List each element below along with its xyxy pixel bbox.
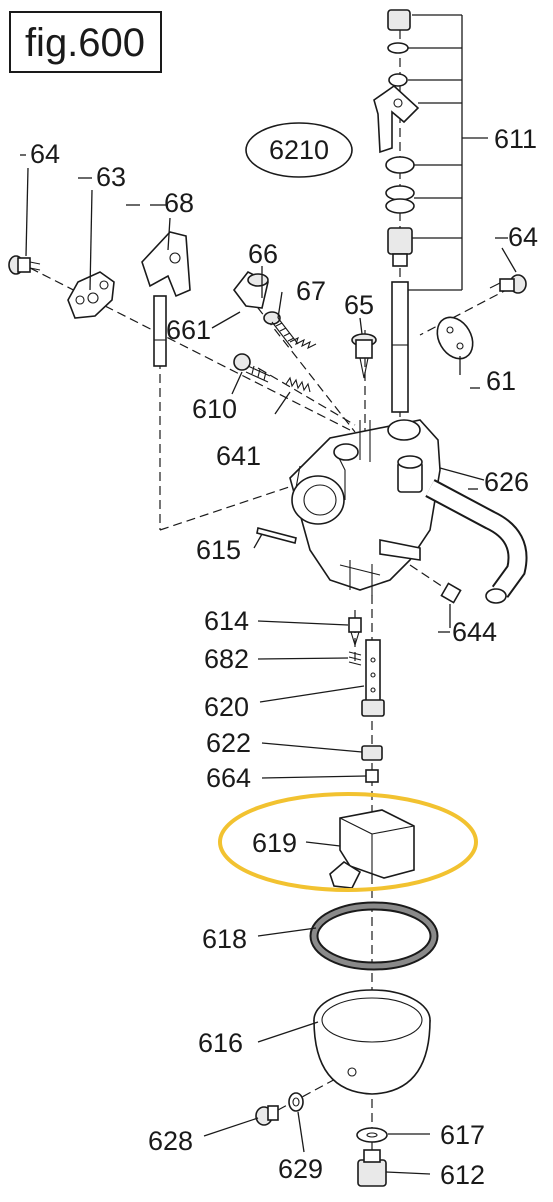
callout-644: 644 xyxy=(452,617,497,647)
callout-641: 641 xyxy=(216,441,261,471)
callout-labels: 64 63 68 66 67 65 661 610 641 611 64 61 … xyxy=(30,124,538,1190)
callout-629: 629 xyxy=(278,1154,323,1184)
assembly-number: 6210 xyxy=(269,135,329,165)
figure-title: fig.600 xyxy=(25,21,145,65)
spring-67 xyxy=(289,336,317,350)
callout-617: 617 xyxy=(440,1120,485,1150)
screw-628 xyxy=(255,1105,279,1126)
jet-65 xyxy=(351,333,377,379)
callout-68: 68 xyxy=(164,188,194,218)
callout-64-left: 64 xyxy=(30,139,60,169)
screw-610 xyxy=(233,353,271,383)
callout-620: 620 xyxy=(204,692,249,722)
pin-615 xyxy=(256,527,297,544)
callout-614: 614 xyxy=(204,606,249,636)
callout-66: 66 xyxy=(248,239,278,269)
bolt-612 xyxy=(357,1149,387,1187)
callout-64-right: 64 xyxy=(508,222,538,252)
lever-68 xyxy=(141,231,191,367)
throttle-stack-611 xyxy=(373,9,420,413)
washer-629 xyxy=(288,1092,304,1112)
callout-626: 626 xyxy=(484,467,529,497)
hose-626 xyxy=(425,479,528,604)
callout-628: 628 xyxy=(148,1126,193,1156)
tube-620 xyxy=(361,639,385,717)
spring-682 xyxy=(348,651,362,666)
cap-661 xyxy=(232,270,269,309)
callout-664: 664 xyxy=(206,763,251,793)
bowl-616 xyxy=(313,989,431,1095)
screw-64-right xyxy=(489,274,527,294)
label-ticks xyxy=(126,204,480,490)
nut-622 xyxy=(361,745,383,761)
screw-64-left xyxy=(8,255,41,275)
callout-67: 67 xyxy=(296,276,326,306)
callout-61: 61 xyxy=(486,366,516,396)
screw-644 xyxy=(440,582,462,604)
bracket-611 xyxy=(408,14,488,291)
callout-661: 661 xyxy=(166,315,211,345)
spring-641 xyxy=(285,376,311,393)
jet-664 xyxy=(365,769,379,783)
assembly-axes xyxy=(29,30,511,1160)
screw-66 xyxy=(263,311,299,349)
plate-63 xyxy=(67,271,115,319)
carburetor-body xyxy=(289,419,441,596)
jet-614 xyxy=(348,617,362,647)
callout-63: 63 xyxy=(96,162,126,192)
callout-619: 619 xyxy=(252,828,297,858)
callout-610: 610 xyxy=(192,394,237,424)
callout-616: 616 xyxy=(198,1028,243,1058)
callout-65: 65 xyxy=(344,290,374,320)
gasket-618 xyxy=(309,901,439,971)
float-619 xyxy=(329,809,415,889)
washer-617 xyxy=(356,1127,388,1143)
callout-615: 615 xyxy=(196,535,241,565)
callout-618: 618 xyxy=(202,924,247,954)
callout-682: 682 xyxy=(204,644,249,674)
highlight-ellipse-619 xyxy=(218,792,478,892)
callout-611: 611 xyxy=(494,124,537,154)
callout-612: 612 xyxy=(440,1160,485,1190)
assembly-number-oval: 6210 xyxy=(245,122,353,178)
leader-lines xyxy=(20,154,517,1175)
callout-622: 622 xyxy=(206,728,251,758)
plate-61 xyxy=(436,316,474,360)
figure-title-box: fig.600 xyxy=(9,11,162,73)
